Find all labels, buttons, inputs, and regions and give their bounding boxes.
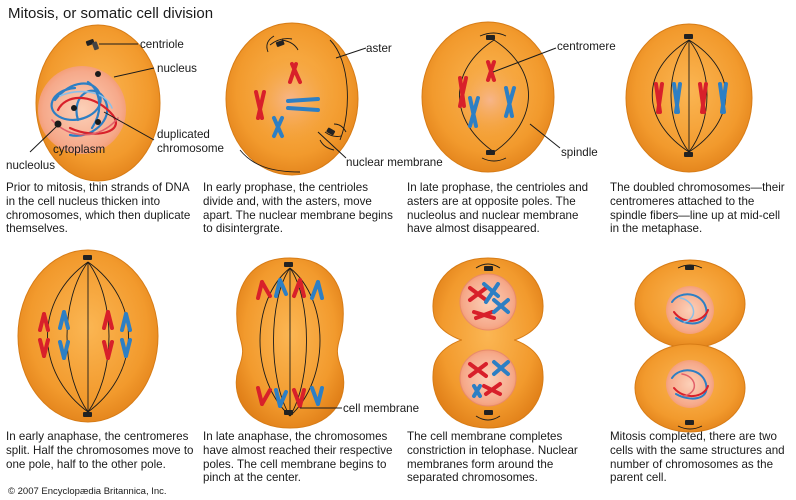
caption-metaphase: The doubled chromosomes—their centromere… [610,181,785,236]
centriole-icon [83,255,92,417]
label-duplicated-1: duplicated [157,128,210,141]
label-nuclear-membrane: nuclear membrane [346,156,443,169]
label-duplicated-2: chromosome [157,142,224,155]
diagram-title: Mitosis, or somatic cell division [8,5,214,22]
cell-early-anaphase [17,249,159,423]
caption-early-prophase: In early prophase, the centrioles divide… [203,181,393,236]
chromosomes [256,278,324,408]
chromosomes [38,310,132,360]
centriole-icon [685,265,694,425]
centriole-icon [85,39,99,51]
label-centriole: centriole [140,38,184,51]
label-spindle: spindle [561,146,598,159]
chromosomes [254,62,320,138]
label-nucleus: nucleus [157,62,197,75]
cell-interphase: centriole nucleus duplicated chromosome … [6,24,224,182]
label-cell-membrane: cell membrane [343,402,419,415]
chromosomes [468,282,510,398]
label-centromere: centromere [557,40,616,53]
copyright-notice: © 2007 Encyclopædia Britannica, Inc. [8,486,167,497]
centriole-icon [484,266,493,415]
label-cytoplasm: cytoplasm [53,143,105,156]
centriole-icon [486,35,495,155]
centriole-icon [284,262,293,415]
caption-telophase: The cell membrane completes constriction… [407,430,578,485]
cell-telophase [432,257,544,429]
caption-early-anaphase: In early anaphase, the centromeres split… [6,430,194,471]
nucleolus-dot [54,120,62,128]
caption-completed: Mitosis completed, there are two cells w… [610,430,785,485]
caption-late-anaphase: In late anaphase, the chromosomes have a… [203,430,393,485]
caption-late-prophase: In late prophase, the centrioles and ast… [407,181,589,236]
label-aster: aster [366,42,392,55]
label-nucleolus: nucleolus [6,159,55,172]
cell-late-anaphase: cell membrane [235,257,419,429]
cell-completed [634,259,746,433]
chromosomes [654,82,728,114]
cell-late-prophase: centromere spindle [421,21,616,173]
chromosomes [458,60,516,128]
cell-early-prophase: aster nuclear membrane [225,22,443,176]
centriole-icon [684,34,693,157]
nucleus-shape [38,66,126,154]
cell-metaphase [625,23,753,173]
caption-interphase: Prior to mitosis, thin strands of DNA in… [6,181,191,236]
centriole-icon [275,40,336,136]
